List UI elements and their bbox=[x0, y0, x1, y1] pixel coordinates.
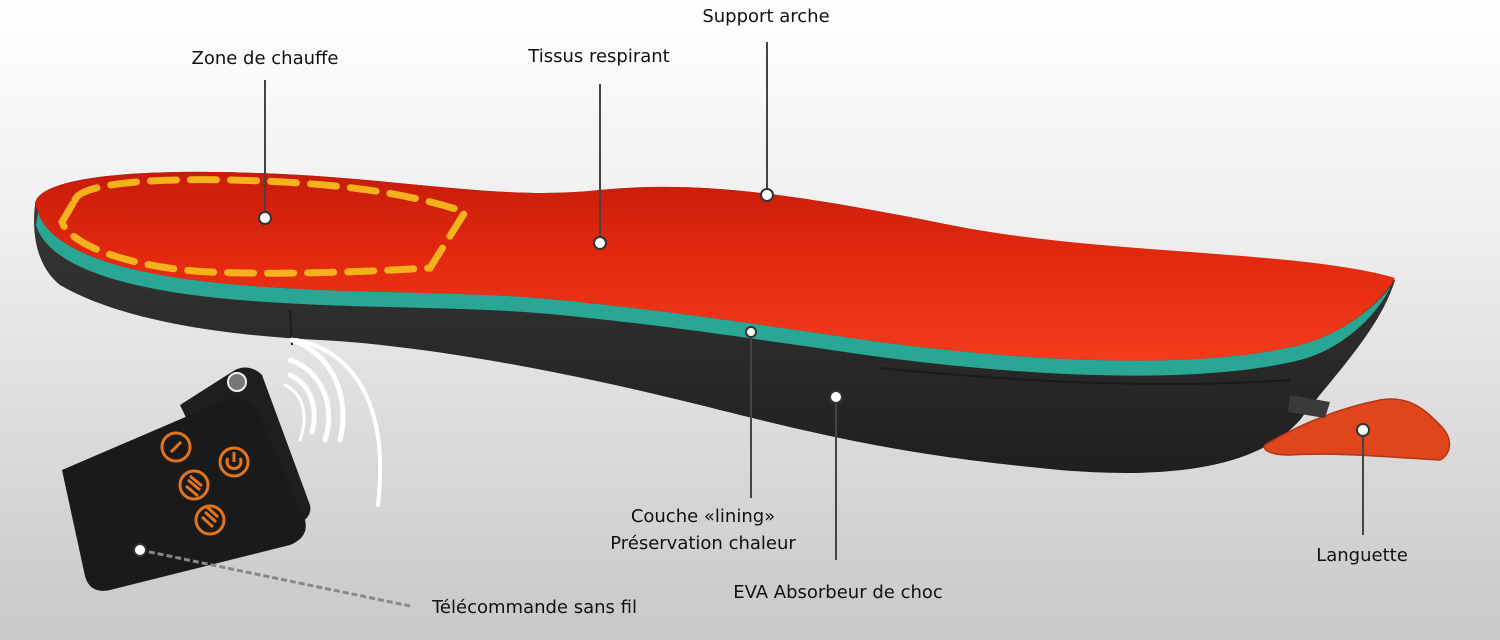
minus-icon bbox=[160, 431, 192, 463]
insole-top-fabric bbox=[35, 171, 1395, 361]
equal-icon bbox=[178, 469, 210, 501]
keyring-hole bbox=[227, 372, 247, 392]
triple-bar-icon bbox=[194, 504, 226, 536]
marker-eva bbox=[829, 390, 843, 404]
marker-tab bbox=[1356, 423, 1370, 437]
label-remote: Télécommande sans fil bbox=[432, 597, 637, 618]
marker-arch-support bbox=[760, 188, 774, 202]
label-lining-line2: Préservation chaleur bbox=[610, 533, 796, 554]
label-eva: EVA Absorbeur de choc bbox=[733, 582, 943, 603]
label-breathable-fabric: Tissus respirant bbox=[528, 46, 670, 67]
label-arch-support: Support arche bbox=[702, 6, 830, 27]
leader-remote bbox=[139, 548, 411, 608]
power-icon bbox=[218, 446, 250, 478]
marker-heating-zone bbox=[258, 211, 272, 225]
heating-zone-outline bbox=[58, 176, 471, 277]
label-heating-zone: Zone de chauffe bbox=[191, 48, 339, 69]
marker-remote bbox=[133, 543, 147, 557]
wireless-signal-icon bbox=[283, 337, 383, 507]
label-tab: Languette bbox=[1316, 545, 1408, 566]
remote-control bbox=[62, 367, 311, 591]
insole-lining-band bbox=[36, 212, 1395, 376]
tab-connector bbox=[1288, 395, 1330, 418]
marker-lining bbox=[745, 326, 757, 338]
label-lining-line1: Couche «lining» bbox=[630, 506, 776, 527]
marker-breathable-fabric bbox=[593, 236, 607, 250]
